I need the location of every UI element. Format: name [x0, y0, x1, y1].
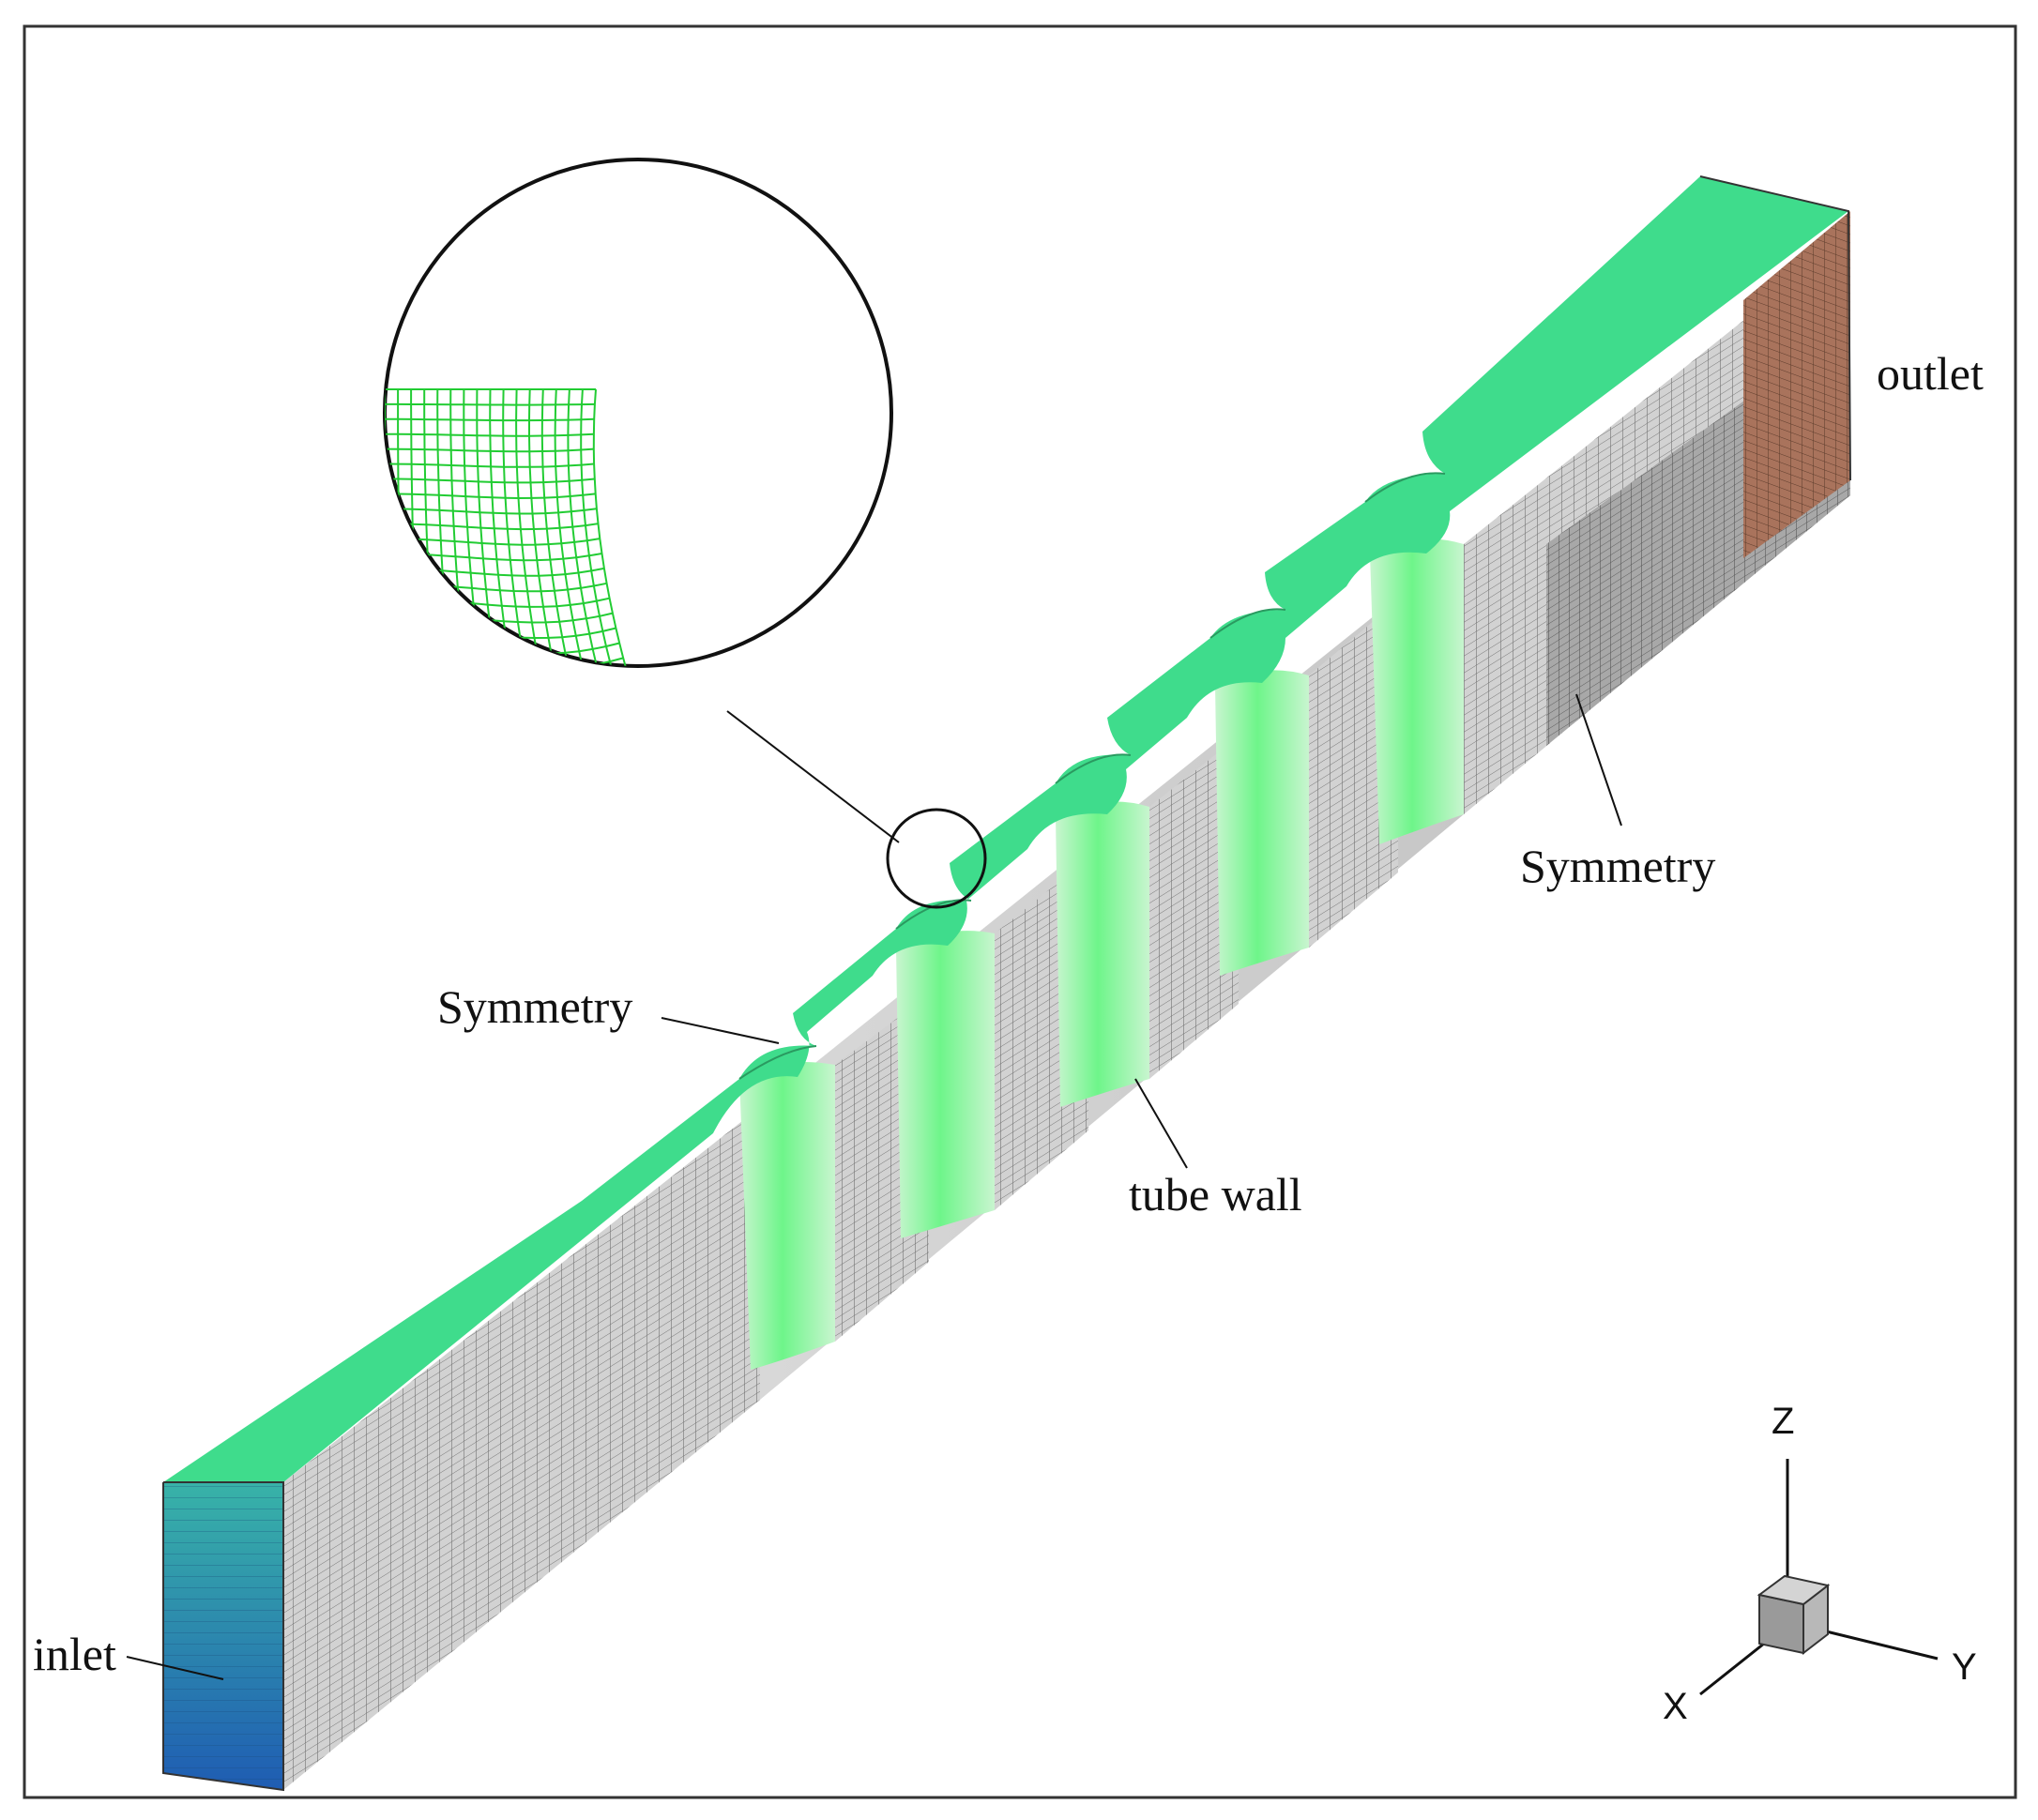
axis-cube-top — [1757, 1574, 1831, 1606]
tube-wall-label: tube wall — [1129, 1168, 1302, 1221]
tube-surface-1 — [739, 1061, 835, 1370]
y-axis-label: Y — [1952, 1646, 1977, 1688]
zoom-mesh-line — [502, 388, 539, 666]
zoom-mesh-line — [580, 388, 628, 666]
x-axis-label: X — [1663, 1686, 1688, 1727]
inlet-face-lines — [163, 1482, 283, 1790]
tube-surface-2 — [896, 931, 995, 1238]
symmetry-left-label: Symmetry — [437, 980, 632, 1033]
z-axis-label: Z — [1772, 1401, 1794, 1442]
zoom-mesh-line — [540, 388, 585, 666]
inlet-label: inlet — [33, 1628, 116, 1680]
domain-body — [162, 175, 1851, 1792]
annotations: outlet Symmetry Symmetry tube wall inlet — [33, 347, 1984, 1680]
symmetry-left-leader — [661, 1017, 780, 1044]
y-axis-line — [1810, 1626, 1939, 1661]
tube-surface-3 — [1056, 801, 1149, 1107]
zoom-connector — [726, 710, 900, 843]
tube-surface-4 — [1215, 670, 1309, 976]
zoom-mesh — [385, 388, 642, 666]
zoom-mesh-line — [567, 388, 614, 666]
symmetry-right-leader — [1575, 693, 1622, 827]
zoom-mesh-line — [528, 388, 570, 666]
axis-triad: Z Y X — [1663, 1401, 1977, 1727]
zoom-circle — [383, 158, 893, 668]
inlet-leader — [126, 1656, 224, 1680]
zoom-mesh-line — [463, 388, 490, 666]
zoom-mesh-line — [515, 388, 555, 666]
tube-surface-5 — [1370, 538, 1464, 844]
outlet-face — [1743, 211, 1850, 558]
zoom-callout — [383, 158, 987, 909]
top-face — [163, 176, 1848, 1482]
side-wall-left — [283, 1107, 760, 1790]
zoom-mesh-line — [449, 388, 474, 666]
zoom-mesh-line — [476, 388, 507, 666]
zoom-target-circle — [886, 808, 987, 909]
symmetry-right-label: Symmetry — [1520, 840, 1715, 892]
outlet-label: outlet — [1877, 347, 1984, 400]
zoom-mesh-line — [489, 388, 523, 666]
mesh-mid-3 — [1149, 736, 1239, 1079]
zoom-mesh-line — [436, 388, 457, 666]
zoom-mesh-line — [592, 388, 642, 666]
zoom-mesh-line — [554, 388, 600, 666]
tube-wall-leader — [1134, 1078, 1188, 1169]
